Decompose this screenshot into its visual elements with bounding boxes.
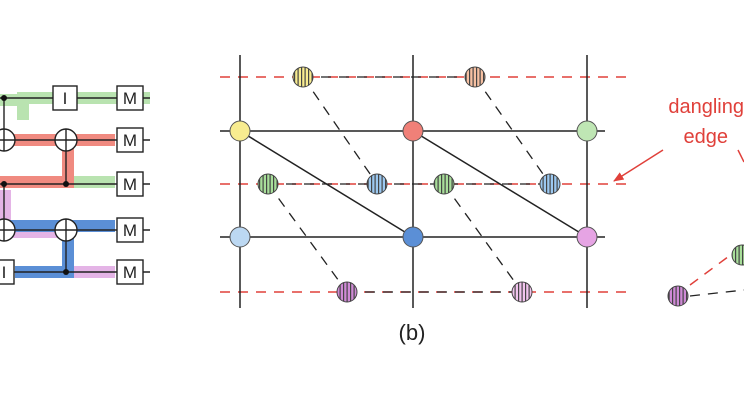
panel-a-circuit: I I M M M M M <box>0 85 150 285</box>
dual-node-orange <box>464 66 486 88</box>
annotation-arrow-right <box>737 149 744 163</box>
cnot-target-4 <box>54 218 78 242</box>
identity-gate-row5: I <box>0 259 15 285</box>
panel-c: dangling edge <box>613 96 744 307</box>
panel-b-caption: (b) <box>399 320 426 345</box>
measure-box-5: M <box>116 259 144 285</box>
measure-box-3: M <box>116 171 144 197</box>
measure-label: M <box>123 221 137 240</box>
dual-dashed-lines <box>267 76 551 293</box>
lattice-node-lightblue <box>229 226 251 248</box>
cnot-target-3 <box>0 218 16 242</box>
cnot-target-2 <box>54 128 78 152</box>
lattice-node-yellow <box>229 120 251 142</box>
panel-b-lattice: (b) <box>220 55 630 345</box>
lattice-node-pink <box>576 226 598 248</box>
measure-label: M <box>123 263 137 282</box>
dangling-node-purple <box>667 285 689 307</box>
dangling-black-dashed <box>689 289 744 297</box>
measure-label: M <box>123 89 137 108</box>
dangling-node-green <box>731 244 744 266</box>
measure-label: M <box>123 175 137 194</box>
dual-node-pink <box>511 281 533 303</box>
identity-gate-label: I <box>63 89 68 108</box>
cnot-target-1 <box>0 128 16 152</box>
measure-box-4: M <box>116 217 144 243</box>
lattice-node-green <box>576 120 598 142</box>
control-dot <box>63 269 69 275</box>
control-dot <box>1 181 7 187</box>
identity-gate: I <box>52 85 78 111</box>
control-dot <box>63 181 69 187</box>
lattice-node-red <box>402 120 424 142</box>
measure-box-2: M <box>116 127 144 153</box>
control-dot <box>1 95 7 101</box>
red-dashed-lines <box>220 76 630 293</box>
annotation-dangling: dangling <box>668 96 744 118</box>
dual-node-green <box>257 173 279 195</box>
measure-label: M <box>123 131 137 150</box>
annotation-arrow-left <box>613 149 664 182</box>
dual-node-blue-2 <box>539 173 561 195</box>
dual-node-green-2 <box>433 173 455 195</box>
lattice-node-blue <box>402 226 424 248</box>
dual-node-blue <box>366 173 388 195</box>
identity-gate-row5-label: I <box>2 263 7 282</box>
dual-node-purple <box>336 281 358 303</box>
measure-box-1: M <box>116 85 144 111</box>
annotation-edge: edge <box>684 126 729 148</box>
dual-node-yellow <box>292 66 314 88</box>
